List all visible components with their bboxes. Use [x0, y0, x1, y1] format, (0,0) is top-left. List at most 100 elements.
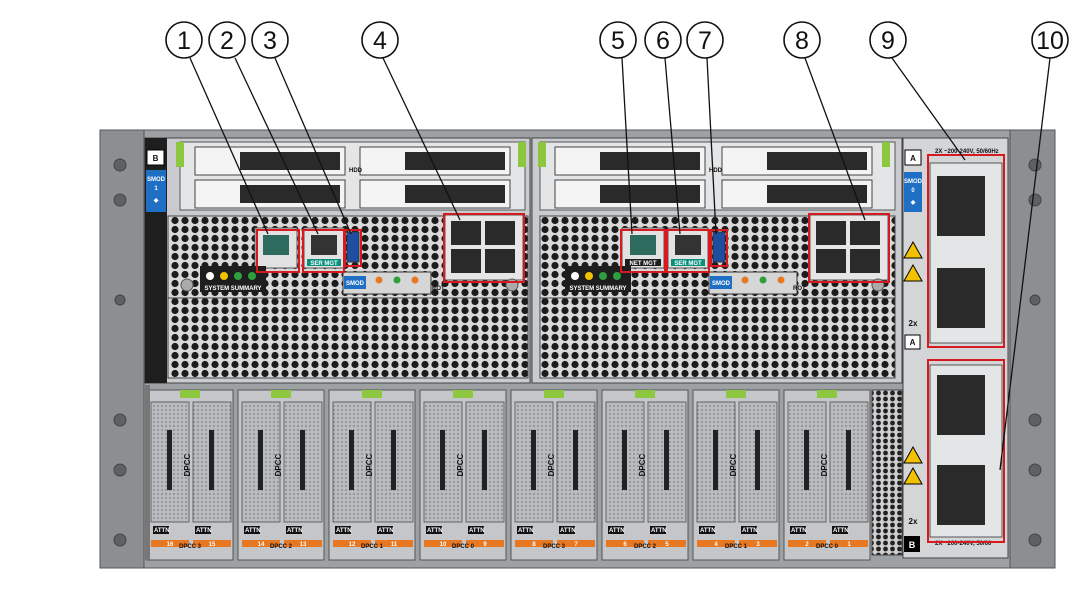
ser-mgt-label-right: SER MGT	[674, 261, 702, 267]
dpcc-slot-number-bg	[515, 540, 553, 547]
dpcc-slot-number: 16	[167, 542, 174, 548]
highlight-psu-bottom	[927, 359, 1005, 543]
dpcc-handle	[482, 430, 487, 490]
dpcc-attn-label: ATTN	[427, 528, 443, 534]
highlight-usb-right	[710, 229, 728, 267]
callout-circle	[869, 21, 907, 59]
hdd-label-left: HDD	[349, 168, 363, 174]
dpcc-attn-label-bg	[832, 526, 848, 534]
warning-icon	[903, 240, 923, 485]
dpcc-release-tab	[726, 390, 746, 398]
dpcc-slot-number: 15	[209, 542, 216, 548]
dpcc-bottom-label: DPCC 0	[452, 544, 475, 550]
dpcc-attn-label: ATTN	[560, 528, 576, 534]
psu-vent	[871, 389, 903, 556]
dpcc-slot-number: 14	[258, 542, 265, 548]
dpcc-slot-number-bg	[151, 540, 189, 547]
dpcc-card-label: DPCC	[274, 453, 283, 476]
dpcc-bottom-label: DPCC 3	[543, 544, 566, 550]
smod-0-tag-number: 0	[911, 188, 915, 194]
dpcc-attn-label-bg	[286, 526, 302, 534]
dpcc-attn-label: ATTN	[469, 528, 485, 534]
highlight-net-ports-left	[443, 213, 525, 283]
dpcc-attn-label-bg	[153, 526, 169, 534]
callout-circle	[361, 21, 399, 59]
smod-0-tag-name: SMOD	[904, 179, 923, 185]
callout-number: 4	[373, 27, 387, 55]
callout-circle	[686, 21, 724, 59]
dpcc-attn-label: ATTN	[336, 528, 352, 534]
dpcc-slot-number-bg	[606, 540, 644, 547]
highlight-net-ports-right	[808, 213, 890, 283]
dpcc-attn-label: ATTN	[700, 528, 716, 534]
dpcc-attn-label-bg	[741, 526, 757, 534]
dpcc-attn-label: ATTN	[245, 528, 261, 534]
dpcc-release-tab	[453, 390, 473, 398]
dpcc-slot-number-bg	[375, 540, 413, 547]
dpcc-slot-number-bg	[193, 540, 231, 547]
dpcc-attn-label: ATTN	[518, 528, 534, 534]
smod-1-tag	[146, 170, 166, 212]
dpcc-attn-label-bg	[517, 526, 533, 534]
dpcc-attn-label: ATTN	[609, 528, 625, 534]
dpcc-release-tab	[271, 390, 291, 398]
dpcc-attn-label: ATTN	[742, 528, 758, 534]
dpcc-slot	[241, 401, 281, 523]
dpcc-handle	[440, 430, 445, 490]
dpcc-slot-number: 12	[349, 542, 356, 548]
dpcc-slot-number: 2	[805, 542, 809, 548]
dpcc-attn-label-bg	[790, 526, 806, 534]
dpcc-card-label: DPCC	[820, 453, 829, 476]
dpcc-release-tab	[180, 390, 200, 398]
dpcc-card-label: DPCC	[456, 453, 465, 476]
dpcc-slot-number: 7	[574, 542, 578, 548]
lower-trim	[145, 385, 150, 560]
dpcc-slot-number: 5	[665, 542, 669, 548]
highlight-net-mgt-right	[620, 229, 666, 273]
dpcc-slot-number-bg	[697, 540, 735, 547]
callout-number: 10	[1036, 27, 1064, 55]
callout-number: 5	[611, 27, 625, 55]
dpcc-slot-number-bg	[466, 540, 504, 547]
dpcc-attn-label-bg	[335, 526, 351, 534]
callout-circle	[644, 21, 682, 59]
dpcc-handle	[755, 430, 760, 490]
smod-1-tag-name: SMOD	[147, 177, 166, 183]
smod-0-tag	[904, 172, 922, 212]
dpcc-bottom-label: DPCC 3	[179, 544, 202, 550]
usb-port-right	[712, 231, 726, 263]
dpcc-slot-number: 9	[483, 542, 487, 548]
highlight-usb-left	[344, 229, 362, 267]
dpcc-handle	[209, 430, 214, 490]
net-mgt-label-right: NET MGT	[630, 261, 657, 267]
dpcc-attn-label: ATTN	[154, 528, 170, 534]
dpcc-release-tab	[817, 390, 837, 398]
module-letter-right: A	[910, 154, 916, 163]
dpcc-card-label: DPCC	[183, 453, 192, 476]
rot-label-left: ROT	[432, 286, 445, 292]
rot-label-right: ROT	[793, 286, 806, 292]
system-summary-label-left: SYSTEM SUMMARY	[204, 286, 261, 292]
dpcc-slot-number: 3	[756, 542, 760, 548]
module-letter-left: B	[153, 154, 159, 163]
dpcc-attn-label: ATTN	[833, 528, 849, 534]
dpcc-release-tab	[544, 390, 564, 398]
dpcc-release-tab	[635, 390, 655, 398]
callout-number: 8	[795, 27, 809, 55]
dpcc-attn-label-bg	[608, 526, 624, 534]
dpcc-handle	[573, 430, 578, 490]
callout-number: 7	[698, 27, 712, 55]
dpcc-slot-number-bg	[424, 540, 462, 547]
dpcc-handle	[300, 430, 305, 490]
dpcc-attn-label: ATTN	[791, 528, 807, 534]
left-drive-bays	[176, 141, 526, 211]
dpcc-slot-number: 4	[714, 542, 718, 548]
highlight-net-mgt-left	[256, 229, 300, 273]
dpcc-attn-label-bg	[377, 526, 393, 534]
arrow-icon: ◆	[153, 197, 159, 204]
callout-circle	[783, 21, 821, 59]
ser-mgt-label-left: SER MGT	[310, 261, 338, 267]
